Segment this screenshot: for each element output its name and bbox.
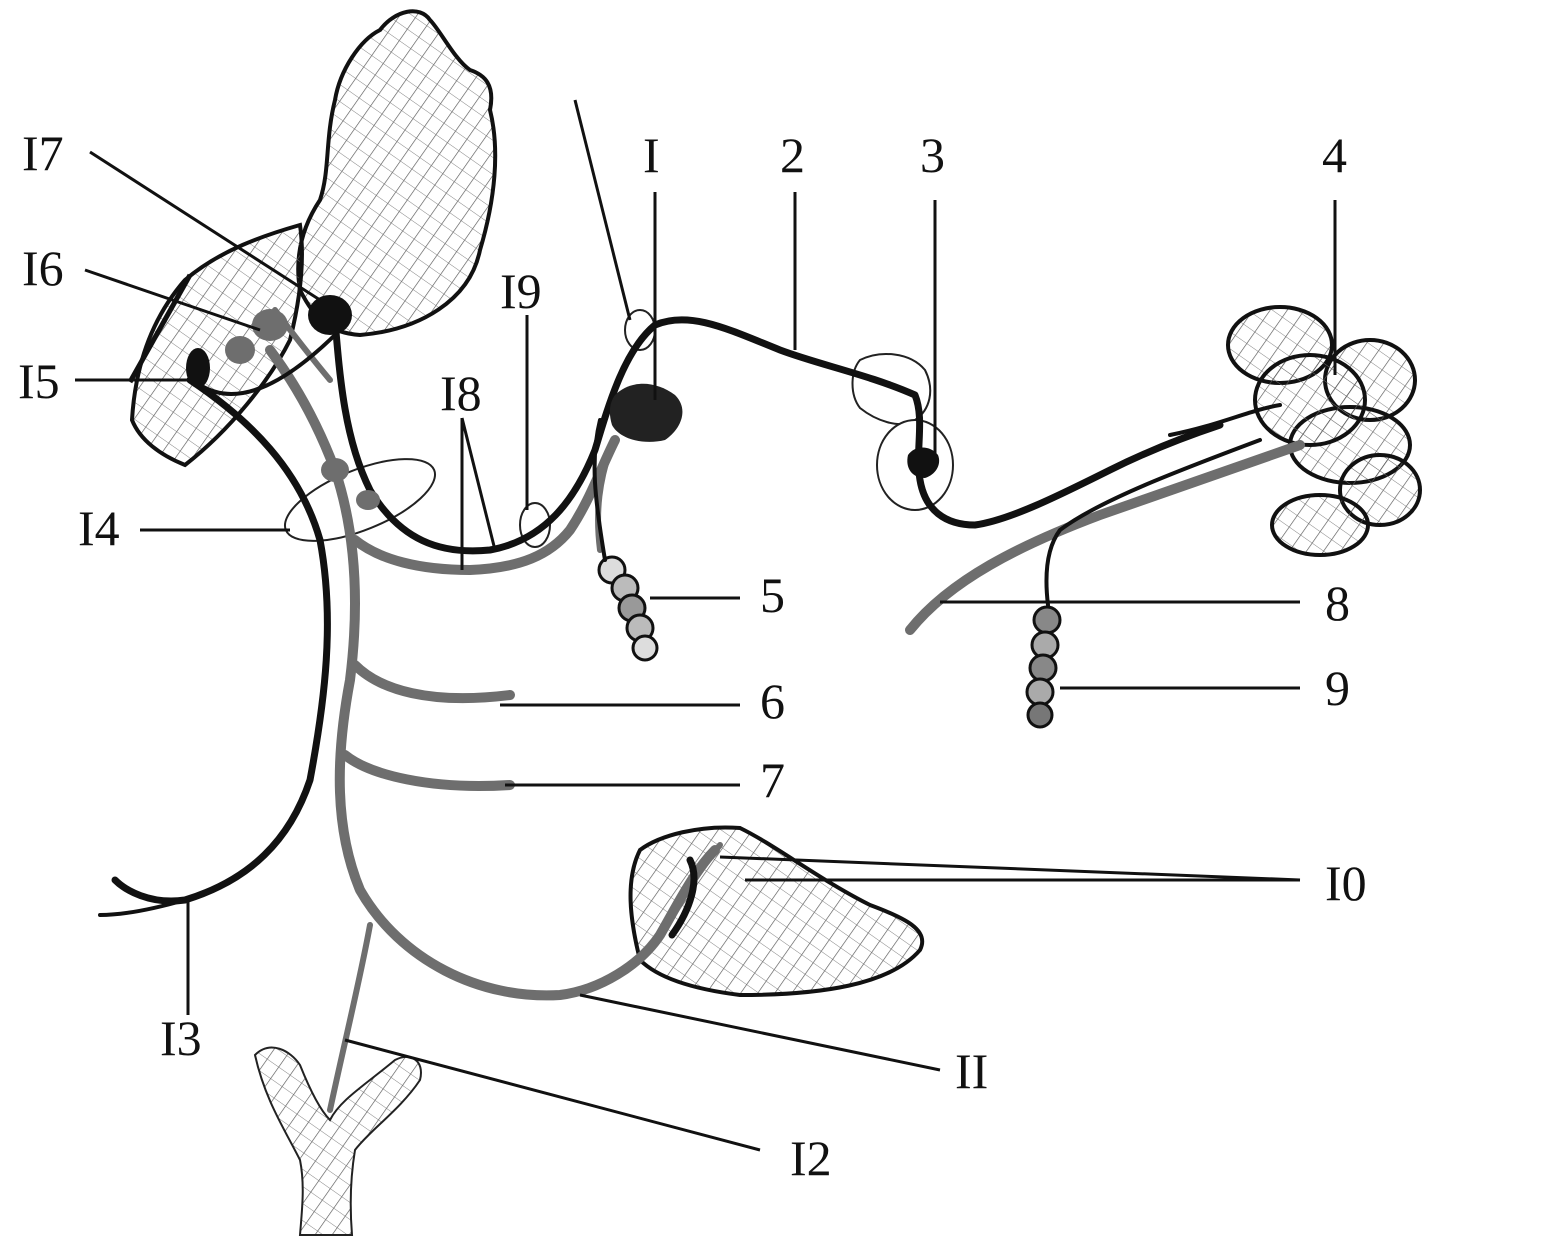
ganglion-14-knot2 <box>356 490 380 510</box>
dark-cross-15 <box>198 328 342 396</box>
lacrimal-gland <box>1226 305 1422 557</box>
gray-nerve-to-5 <box>595 447 613 553</box>
nasal-plate-line <box>127 273 193 384</box>
label-2: 2 <box>780 127 805 183</box>
label-4: 4 <box>1322 127 1347 183</box>
trachea <box>253 1046 422 1236</box>
nucleus-15 <box>186 348 210 388</box>
nucleus-16 <box>252 309 288 341</box>
label-9: 9 <box>1325 660 1350 716</box>
label-6: 6 <box>760 673 785 729</box>
gland-5 <box>597 555 659 662</box>
label-13: I3 <box>160 1010 202 1066</box>
label-14: I4 <box>78 500 120 556</box>
dark-nerve-5 <box>592 418 607 562</box>
label-15: I5 <box>18 353 60 409</box>
nucleus-17 <box>308 295 352 335</box>
gray-nerve-8 <box>905 440 1305 635</box>
label-18: I8 <box>440 365 482 421</box>
ganglion-14-knot <box>321 458 349 482</box>
label-8: 8 <box>1325 575 1350 631</box>
label-5: 5 <box>760 567 785 623</box>
label-16: I6 <box>22 240 64 296</box>
dark-nerve-10 <box>668 856 698 939</box>
label-10: I0 <box>1325 855 1367 911</box>
dark-nerve-9 <box>1044 438 1262 607</box>
dark-nerve-main <box>331 316 1224 555</box>
brain-mass <box>296 9 498 338</box>
dark-branch-13-tip <box>98 898 187 917</box>
gray-branch-6 <box>350 660 515 704</box>
nasal-cavity <box>129 222 304 468</box>
leader-lines <box>75 99 1337 1152</box>
nucleus-16b <box>225 336 255 364</box>
dark-nerve-to-4 <box>1168 403 1282 437</box>
label-3: 3 <box>920 127 945 183</box>
dark-nerve-13 <box>111 376 331 905</box>
label-17: I7 <box>22 125 64 181</box>
label-1: I <box>643 127 660 183</box>
label-11: II <box>955 1043 988 1099</box>
gland-9 <box>1025 605 1062 729</box>
label-7: 7 <box>760 752 785 808</box>
gray-branch-7 <box>340 750 515 791</box>
label-19: I9 <box>500 263 542 319</box>
gray-branch-12 <box>327 922 373 1113</box>
ganglion-3-knot <box>907 447 940 478</box>
label-12: I2 <box>790 1130 832 1186</box>
ganglion-1-mass <box>609 383 683 442</box>
